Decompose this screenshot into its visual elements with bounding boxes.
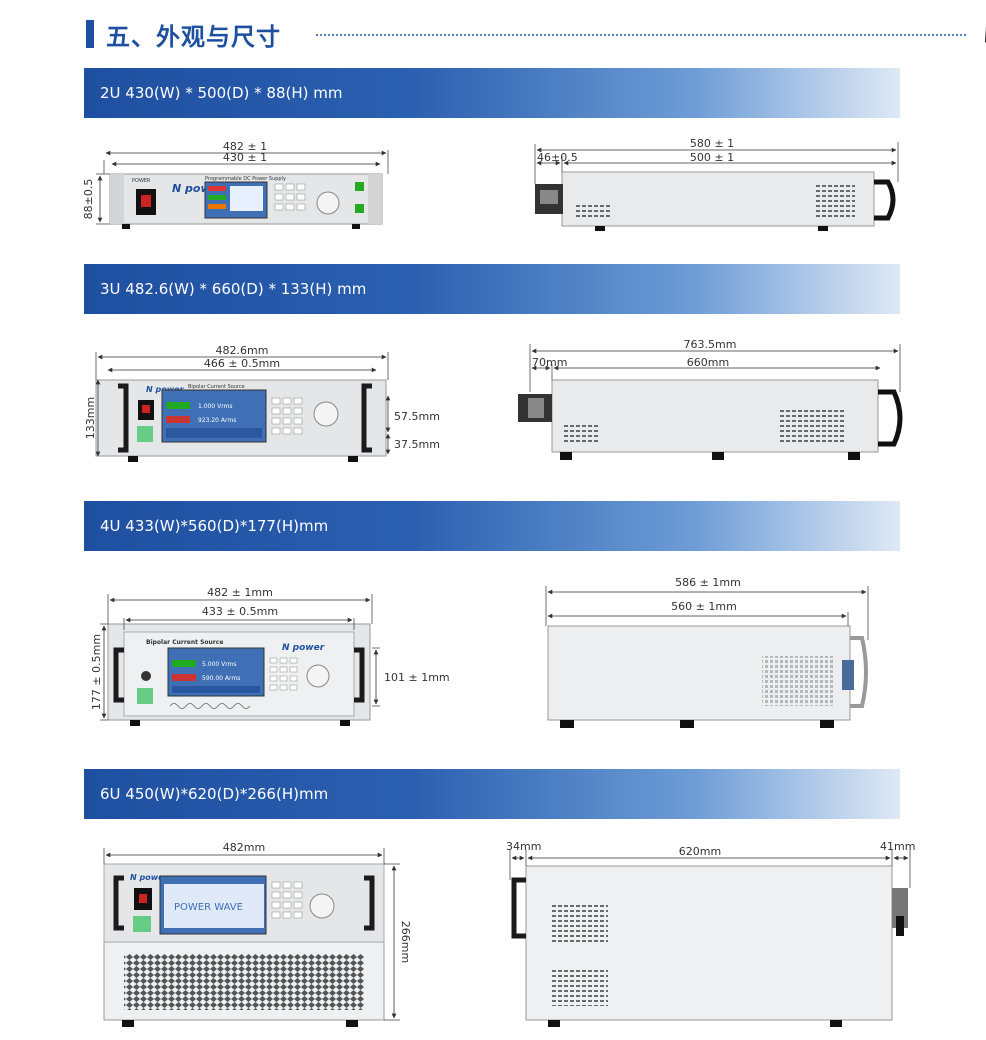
front-view-2u: POWER N power Programmable DC Power Supp… (82, 140, 389, 229)
side-view-6u: 34mm 620mm 41mm (506, 840, 915, 1027)
svg-text:POWER: POWER (132, 178, 151, 184)
dim-2u-outer-width: 482 ± 1 (223, 140, 267, 153)
dim-3u-outer-width: 482.6mm (216, 344, 269, 357)
section-header-6u: 6U 450(W)*620(D)*266(H)mm (84, 769, 900, 819)
reading-current-3u: 923.20 Arms (198, 417, 236, 424)
wave-display-6u: POWER WAVE (174, 902, 243, 913)
side-view-3u: 763.5mm 70mm 660mm (518, 338, 903, 460)
dim-2u-total-depth-text: 580 ± 1 (690, 137, 734, 150)
dim-3u-depth: 660mm (687, 356, 729, 369)
side-view-2u: 763.5mm 580 ± 1 46±0.5 500 ± 1 (534, 137, 899, 231)
product-name-2u: Programmable DC Power Supply (205, 176, 286, 182)
dim-3u-hole-lower: 37.5mm (394, 438, 440, 451)
dim-6u-outer-width: 482mm (223, 841, 265, 854)
dim-3u-total-depth: 763.5mm (684, 338, 737, 351)
dim-3u-height: 133mm (84, 397, 97, 439)
dim-2u-height: 88±0.5 (82, 179, 95, 220)
dim-6u-front-offset: 34mm (506, 840, 541, 853)
reading-voltage-3u: 1.000 Vrms (198, 403, 233, 410)
dim-2u-inner-width: 430 ± 1 (223, 151, 267, 164)
dim-6u-depth: 620mm (679, 845, 721, 858)
dim-2u-depth: 500 ± 1 (690, 151, 734, 164)
brand-logo-6u: N power (130, 873, 169, 882)
dim-6u-height: 266mm (399, 921, 412, 963)
dim-4u-depth: 560 ± 1mm (671, 600, 737, 613)
product-name-3u: Bipolar Current Source (188, 384, 245, 390)
dim-6u-rear-offset: 41mm (880, 840, 915, 853)
product-name-4u: Bipolar Current Source (146, 639, 223, 646)
dim-4u-total-depth: 586 ± 1mm (675, 576, 741, 589)
front-view-3u: N power Bipolar Current Source 1.000 Vrm… (84, 344, 440, 462)
reading-voltage-4u: 5.000 Vrms (202, 661, 237, 668)
dim-4u-inner-width: 433 ± 0.5mm (202, 605, 278, 618)
dim-4u-hole-span: 101 ± 1mm (384, 671, 450, 684)
section-title-row: 五、外观与尺寸 (86, 18, 281, 51)
reading-current-4u: 590.00 Arms (202, 675, 240, 682)
front-view-6u: N power POWER WAVE 482mm 266mm (103, 841, 412, 1027)
section-header-4u: 4U 433(W)*560(D)*177(H)mm (84, 501, 900, 551)
dim-2u-front-offset: 46±0.5 (537, 151, 578, 164)
dim-3u-front-offset: 70mm (532, 356, 567, 369)
front-view-4u: Bipolar Current Source N power 5.000 Vrm… (90, 586, 450, 726)
side-view-4u: 586 ± 1mm 560 ± 1mm (545, 576, 869, 728)
dim-3u-inner-width: 466 ± 0.5mm (204, 357, 280, 370)
brand-logo-4u: N power (282, 643, 325, 653)
section-header-2u: 2U 430(W) * 500(D) * 88(H) mm (84, 68, 900, 118)
dim-4u-height: 177 ± 0.5mm (90, 634, 103, 710)
section-title: 五、外观与尺寸 (106, 22, 281, 51)
dim-4u-outer-width: 482 ± 1mm (207, 586, 273, 599)
dim-3u-hole-upper: 57.5mm (394, 410, 440, 423)
section-header-3u: 3U 482.6(W) * 660(D) * 133(H) mm (84, 264, 900, 314)
title-accent-bar (86, 20, 94, 48)
